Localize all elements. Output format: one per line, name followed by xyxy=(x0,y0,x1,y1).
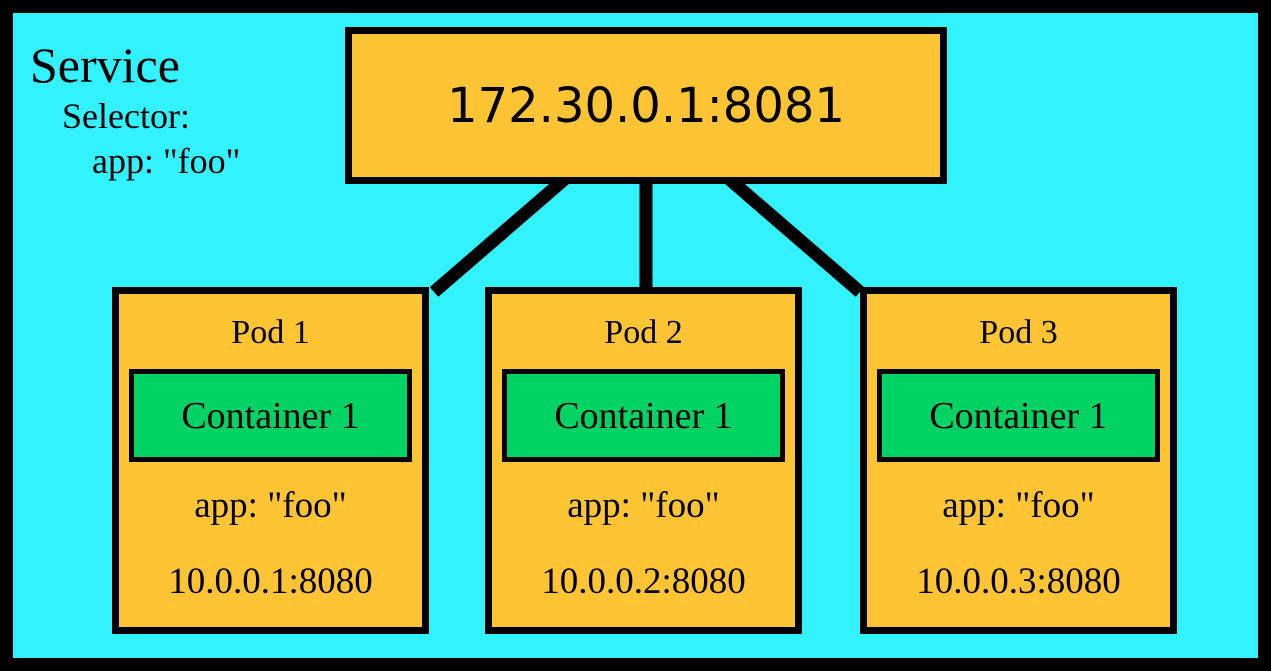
container-box-1[interactable]: Container 1 xyxy=(129,369,412,462)
service-selector-value: app: "foo" xyxy=(92,141,241,181)
pod-title-3: Pod 3 xyxy=(979,314,1058,351)
pod-endpoint-2: 10.0.0.2:8080 xyxy=(541,561,746,602)
pod-endpoint-1: 10.0.0.1:8080 xyxy=(168,561,373,602)
pod-box-1[interactable]: Pod 1 Container 1 app: "foo" 10.0.0.1:80… xyxy=(112,287,429,634)
container-box-3[interactable]: Container 1 xyxy=(877,369,1160,462)
pod-title-1: Pod 1 xyxy=(231,314,310,351)
service-endpoint-box[interactable]: 172.30.0.1:8081 xyxy=(345,27,947,184)
service-title: Service xyxy=(30,37,180,93)
pod-selector-3: app: "foo" xyxy=(942,485,1095,526)
service-label-block: Service Selector: app: "foo" xyxy=(30,36,330,184)
pod-box-2[interactable]: Pod 2 Container 1 app: "foo" 10.0.0.2:80… xyxy=(485,287,802,634)
pod-selector-2: app: "foo" xyxy=(567,485,720,526)
pod-title-2: Pod 2 xyxy=(604,314,683,351)
container-label-3: Container 1 xyxy=(929,394,1108,437)
container-label-1: Container 1 xyxy=(181,394,360,437)
container-label-2: Container 1 xyxy=(554,394,733,437)
pod-selector-1: app: "foo" xyxy=(194,485,347,526)
pod-endpoint-3: 10.0.0.3:8080 xyxy=(916,561,1121,602)
service-selector-label: Selector: xyxy=(62,96,190,136)
pod-box-3[interactable]: Pod 3 Container 1 app: "foo" 10.0.0.3:80… xyxy=(860,287,1177,634)
container-box-2[interactable]: Container 1 xyxy=(502,369,785,462)
service-endpoint-text: 172.30.0.1:8081 xyxy=(447,77,845,134)
